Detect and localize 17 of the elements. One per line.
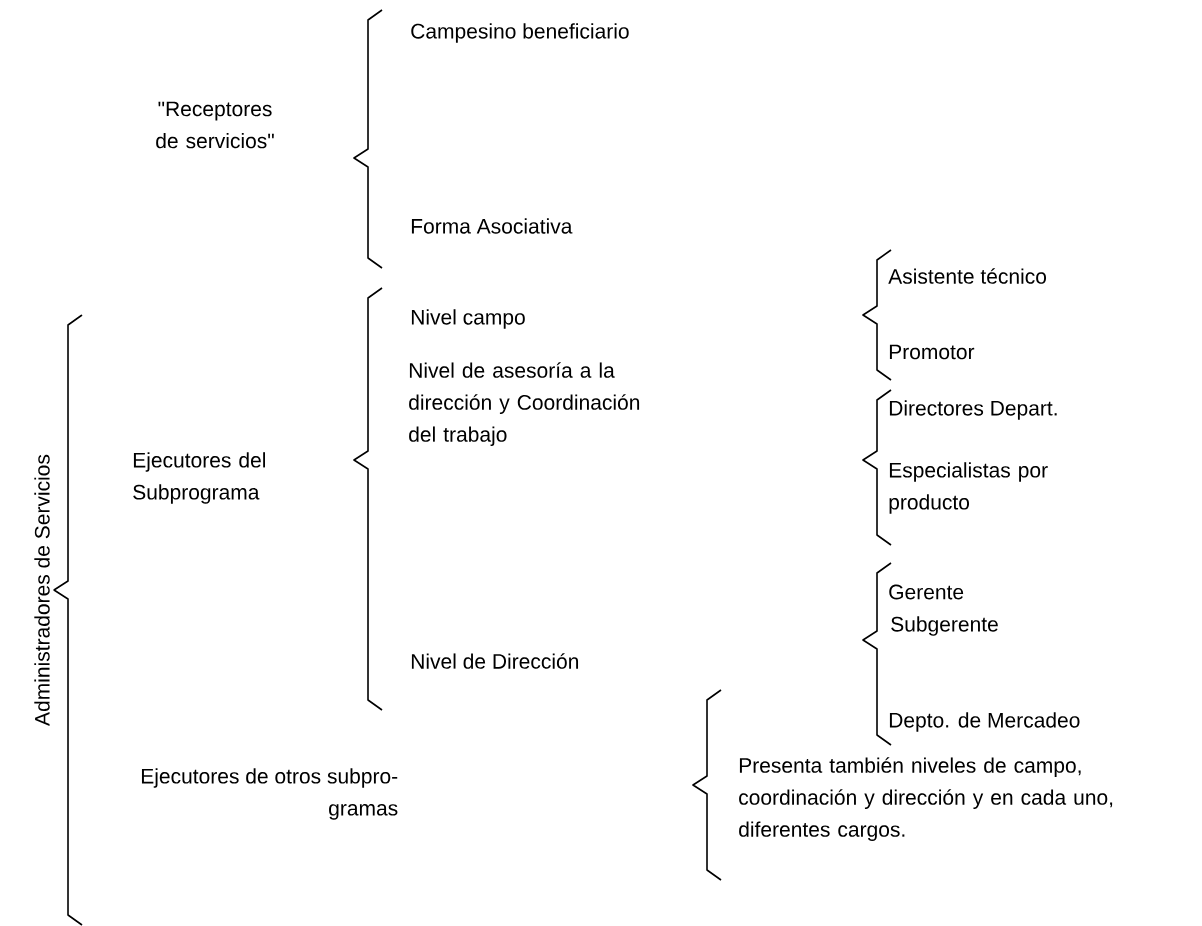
label-text: Directores Depart. bbox=[889, 400, 1057, 420]
label-text: Nivel de Dirección bbox=[411, 653, 579, 669]
label-text: Asistente técnico bbox=[888, 268, 1047, 284]
label-text: Nivel de asesoría a la dirección y Coordinación del trabajo bbox=[409, 362, 640, 446]
label-text: Ejecutores del Subprograma bbox=[133, 452, 265, 504]
label-text: Forma Asociativa bbox=[411, 218, 573, 234]
label-text: Nivel campo bbox=[411, 309, 525, 329]
label-text: Subgerente bbox=[891, 616, 998, 636]
label-text: Campesino beneficiario bbox=[411, 23, 629, 43]
label-text: Depto. de Mercadeo bbox=[889, 712, 1080, 732]
label-text: Ejecutores de otros subpro- gramas bbox=[141, 768, 398, 820]
label-text: Gerente bbox=[889, 584, 964, 600]
label-text: Presenta también niveles de campo, coordinación y dirección y en cada uno, diferentes cargos. bbox=[739, 757, 1113, 841]
label-text: Administradores de Servicios bbox=[34, 454, 50, 726]
label-text: Promotor bbox=[889, 344, 975, 360]
label-text: "Receptores de servicios" bbox=[156, 101, 274, 149]
label-text: Especialistas por producto bbox=[889, 462, 1048, 514]
